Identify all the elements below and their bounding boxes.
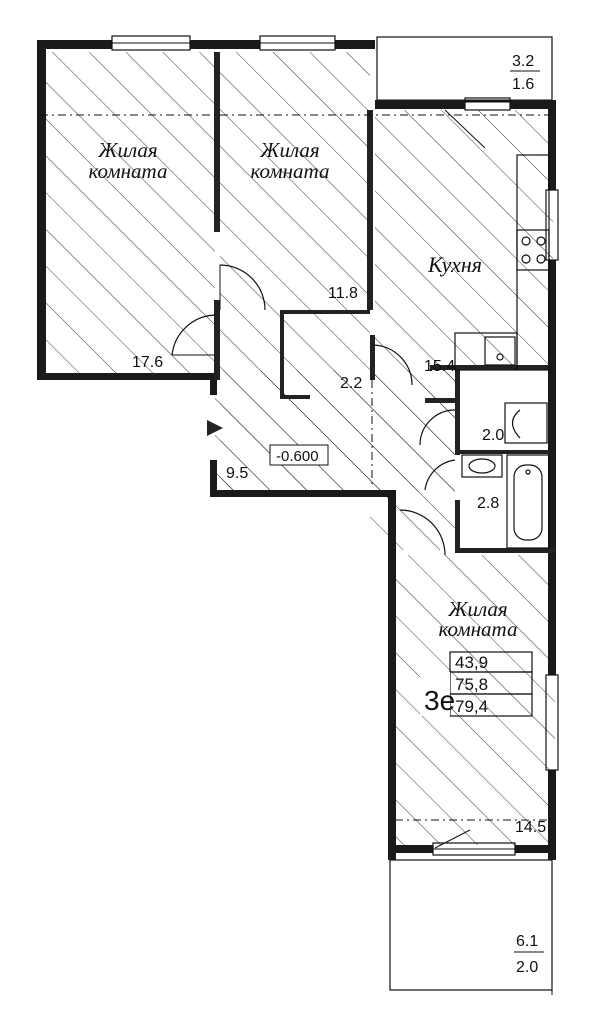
- total-area-value: 75,8: [455, 675, 488, 694]
- closet-area: 2.2: [340, 375, 362, 392]
- kitchen-area: 15.4: [424, 358, 455, 375]
- exterior-walls: [37, 40, 556, 860]
- bathroom-fixtures: [461, 402, 550, 549]
- kitchen-name: Кухня: [427, 252, 482, 277]
- level-marker-box: [269, 444, 329, 466]
- washbasin: [461, 454, 503, 478]
- toilet-tank: [504, 402, 548, 444]
- kitchen-sink: [484, 336, 516, 366]
- living-room-3-name-line1: Жилая: [447, 597, 507, 621]
- living-room-2-fill: [220, 52, 370, 310]
- balcony-bottom-area-2: 2.0: [516, 959, 538, 976]
- living-room-2-area: 11.8: [328, 285, 358, 302]
- room-fills: [45, 52, 555, 845]
- living-area-value: 43,9: [455, 653, 488, 672]
- wc-area: 2.8: [477, 495, 499, 512]
- balcony-top-area-2: 1.6: [512, 76, 534, 93]
- windows: [111, 35, 559, 856]
- living-room-1-fill: [45, 52, 215, 377]
- hall-level: -0.600: [276, 448, 319, 465]
- bath-area: 2.0: [482, 427, 504, 444]
- doors: [171, 109, 486, 849]
- living-room-3-area: 14.5: [515, 819, 546, 836]
- balcony-bottom-area-1: 6.1: [516, 933, 538, 950]
- living-room-2-name-line1: Жилая: [259, 138, 319, 162]
- kitchen-counter-corner: [454, 332, 518, 371]
- balcony-top-area-1: 3.2: [512, 53, 534, 70]
- kitchen-fixtures: [454, 154, 550, 371]
- living-room-1-name-line1: Жилая: [97, 138, 157, 162]
- total-with-balcony-value: 79,4: [455, 697, 488, 716]
- bathtub: [506, 454, 550, 549]
- apartment-type: 3е: [424, 685, 455, 716]
- stove: [516, 229, 550, 271]
- living-room-1-name-line2: комната: [89, 159, 168, 183]
- living-room-1-area: 17.6: [132, 354, 163, 371]
- area-summary-table: [420, 651, 533, 717]
- axis-lines: [40, 114, 552, 821]
- corridor-fill: [370, 370, 455, 550]
- partitions: [214, 52, 555, 553]
- kitchen-fill: [375, 110, 553, 370]
- hall-area: 9.5: [226, 465, 248, 482]
- entrance-arrow-icon: [207, 420, 223, 436]
- balcony-bottom: [389, 859, 553, 995]
- living-room-3-name-line2: комната: [439, 617, 518, 641]
- living-room-2-name-line2: комната: [251, 159, 330, 183]
